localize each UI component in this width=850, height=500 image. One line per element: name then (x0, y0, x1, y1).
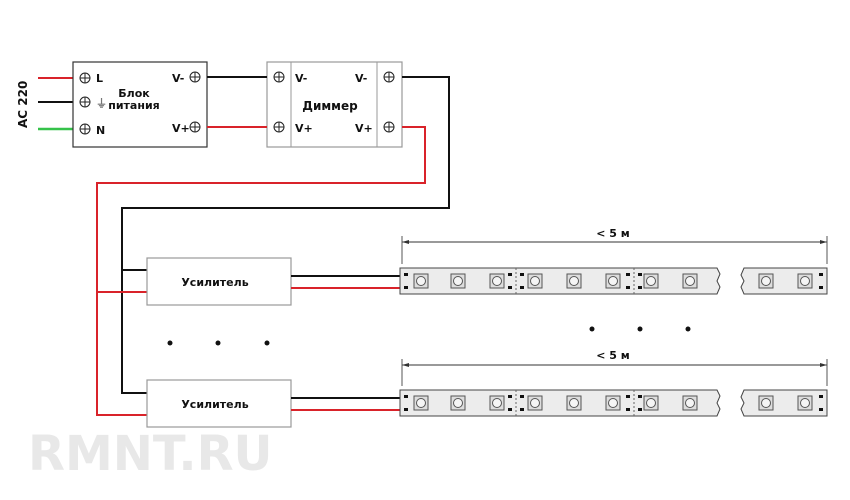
solder-pad (638, 286, 642, 289)
solder-pad (404, 286, 408, 289)
amplifier-2: Усилитель (146, 379, 292, 428)
led-strip-2 (399, 359, 828, 417)
solder-pad (508, 395, 512, 398)
dimension-line (401, 236, 828, 264)
solder-pad (819, 286, 823, 289)
solder-pad (626, 273, 630, 276)
led-chip-icon (450, 273, 466, 289)
dimmer-out-v-plus: V+ (355, 122, 373, 135)
screw-terminal-icon (273, 121, 285, 133)
dimmer-in-v-plus: V+ (295, 122, 313, 135)
led-chip-icon (605, 395, 621, 411)
solder-pad (520, 286, 524, 289)
dimmer-in-v-minus: V- (295, 72, 307, 85)
solder-pad (626, 395, 630, 398)
solder-pad (819, 273, 823, 276)
solder-pad (508, 286, 512, 289)
screw-terminal-icon (189, 121, 201, 133)
led-chip-icon (566, 273, 582, 289)
solder-pad (626, 286, 630, 289)
psu-title: Блок (118, 87, 150, 100)
solder-pad (638, 395, 642, 398)
solder-pad (819, 395, 823, 398)
solder-pad (508, 273, 512, 276)
led-chip-icon (489, 395, 505, 411)
ac-input-label: AC 220 (16, 81, 30, 128)
led-chip-icon (605, 273, 621, 289)
led-chip-icon (527, 395, 543, 411)
amplifier-label: Усилитель (181, 276, 248, 289)
led-chip-icon (643, 395, 659, 411)
solder-pad (638, 408, 642, 411)
ground-icon: ⏚ (96, 97, 107, 110)
solder-pad (508, 408, 512, 411)
bus-plus (96, 126, 426, 416)
led-chip-icon (797, 273, 813, 289)
psu-v-minus: V- (172, 72, 184, 85)
led-chip-icon (682, 273, 698, 289)
screw-terminal-icon (189, 71, 201, 83)
led-strip-1 (399, 236, 828, 295)
solder-pad (626, 408, 630, 411)
terminal-l-label: L (96, 72, 103, 85)
terminals (79, 71, 395, 135)
strip-length-label: < 5 м (596, 227, 630, 240)
dimmer-out-v-minus: V- (355, 72, 367, 85)
psu-title-2: питания (108, 99, 159, 112)
screw-terminal-icon (79, 72, 91, 84)
screw-terminal-icon (79, 96, 91, 108)
solder-pad (638, 273, 642, 276)
bus-minus (121, 76, 450, 394)
watermark: RMNT.RU (28, 426, 273, 482)
solder-pad (404, 273, 408, 276)
solder-pad (404, 408, 408, 411)
amplifier-1: Усилитель (146, 257, 292, 306)
solder-pad (520, 395, 524, 398)
terminal-n-label: N (96, 124, 105, 137)
solder-pad (520, 273, 524, 276)
screw-terminal-icon (273, 71, 285, 83)
led-chip-icon (682, 395, 698, 411)
psu-v-plus: V+ (172, 122, 190, 135)
led-chip-icon (413, 395, 429, 411)
amplifier-label: Усилитель (181, 398, 248, 411)
screw-terminal-icon (383, 71, 395, 83)
continuation-dots (167, 326, 691, 346)
led-chip-icon (643, 273, 659, 289)
led-chip-icon (527, 273, 543, 289)
solder-pad (520, 408, 524, 411)
strip-length-label: < 5 м (596, 349, 630, 362)
screw-terminal-icon (79, 123, 91, 135)
led-chip-icon (566, 395, 582, 411)
dimension-line (401, 359, 828, 386)
led-chip-icon (489, 273, 505, 289)
led-chip-icon (413, 273, 429, 289)
power-supply: L N ⏚ Блок питания V- V+ (72, 61, 208, 148)
dimmer-title: Диммер (302, 99, 358, 113)
solder-pad (404, 395, 408, 398)
led-chip-icon (450, 395, 466, 411)
led-chip-icon (758, 273, 774, 289)
dimmer: V- V+ V- V+ Диммер (266, 61, 403, 148)
solder-pad (819, 408, 823, 411)
led-chip-icon (758, 395, 774, 411)
led-chip-icon (797, 395, 813, 411)
screw-terminal-icon (383, 121, 395, 133)
